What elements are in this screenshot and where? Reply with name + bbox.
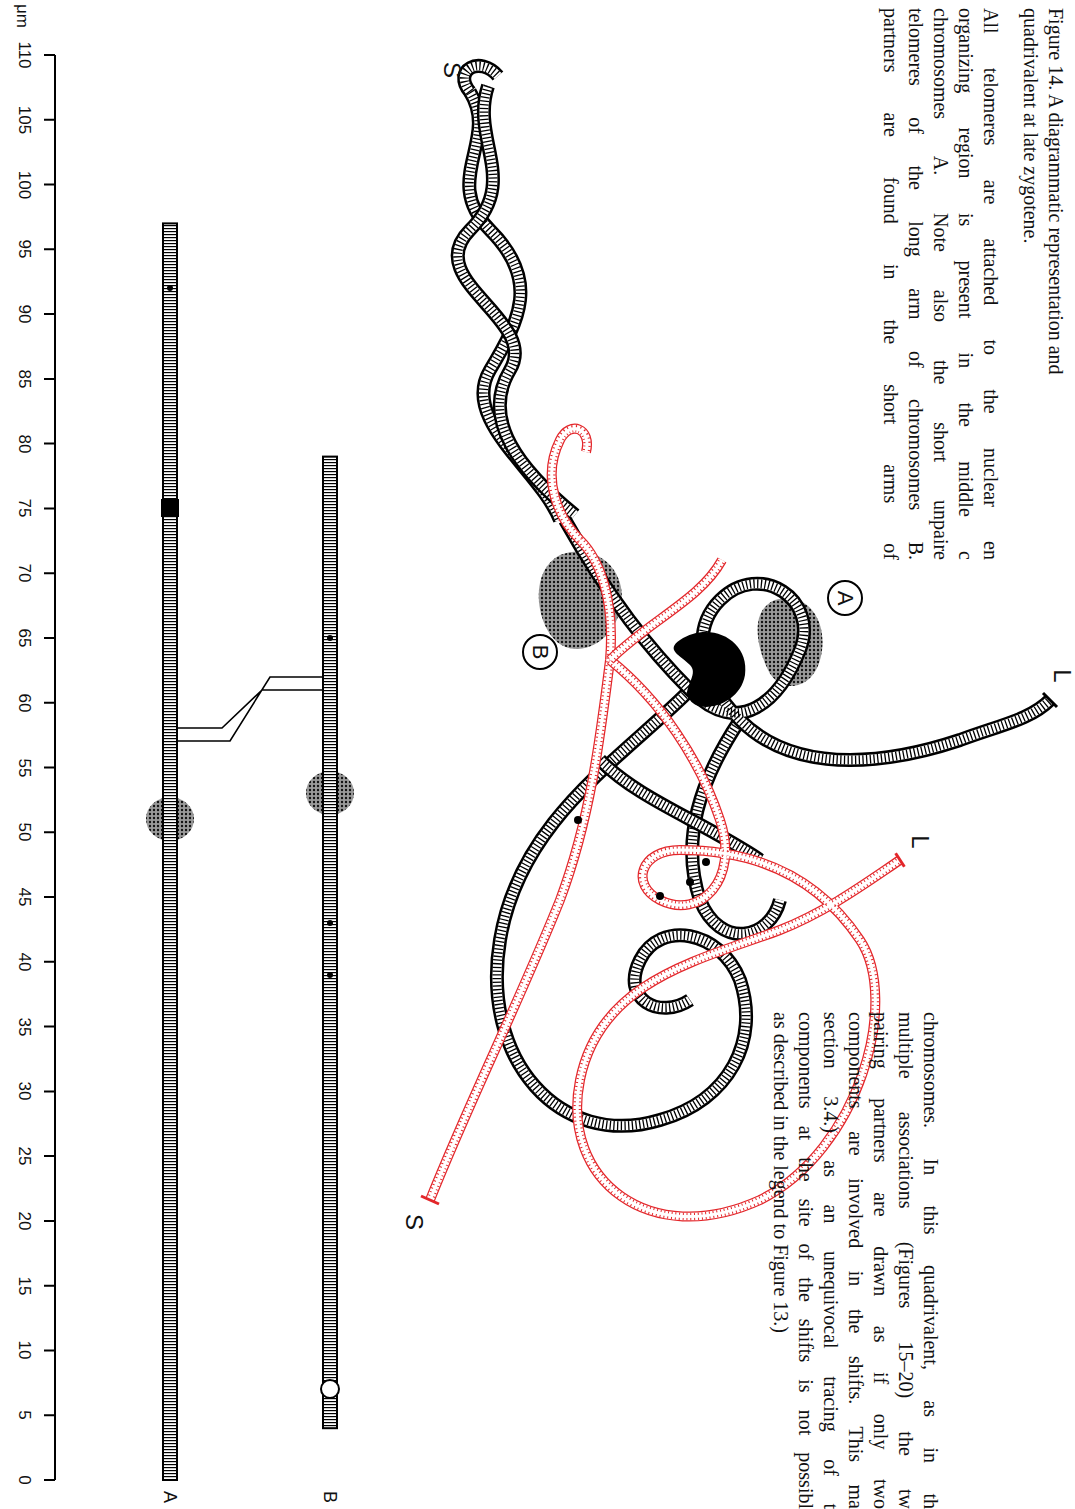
circled-label: B xyxy=(521,633,559,671)
chromosome-ribbon xyxy=(552,429,587,540)
scale-number: 55 xyxy=(16,758,33,777)
marker-dot xyxy=(327,635,333,641)
caption-text-line: as described in the legend to Figure 13.… xyxy=(768,1012,793,1509)
chromosome-ribbon xyxy=(552,429,587,540)
chromosome-ribbon xyxy=(610,560,722,660)
scale-number: 100 xyxy=(16,170,33,198)
chromosome-ribbon xyxy=(464,66,498,92)
chromosome-ribbon xyxy=(430,540,611,1200)
scale-number: 10 xyxy=(16,1341,33,1360)
scale-number: 20 xyxy=(16,1211,33,1230)
arm-label: L xyxy=(908,835,932,848)
scale-number: 25 xyxy=(16,1147,33,1166)
arm-label: S xyxy=(440,62,464,78)
caption-text-line: pairing partners are drawn as if only tw… xyxy=(868,1012,893,1509)
chromosome-ribbon xyxy=(430,540,611,1200)
circle-outline xyxy=(828,581,862,615)
chromosome-ribbon xyxy=(430,540,611,1200)
scale-number: 70 xyxy=(16,564,33,583)
scale-number: 35 xyxy=(16,1017,33,1036)
open-circle xyxy=(321,1380,339,1398)
marker-dot xyxy=(327,920,333,926)
scale-unit: μm xyxy=(14,4,31,28)
marker-dot xyxy=(574,816,582,824)
chromosome-ribbon xyxy=(552,429,587,540)
scale-number: 15 xyxy=(16,1276,33,1295)
scale-ticks xyxy=(44,55,55,1480)
marker-dot xyxy=(656,892,664,900)
scale-number: 80 xyxy=(16,434,33,453)
marker-dot xyxy=(167,285,173,291)
circle-letter: A xyxy=(834,591,856,606)
scale-number: 50 xyxy=(16,823,33,842)
centromere-square xyxy=(161,499,179,517)
scale-number: 105 xyxy=(16,106,33,134)
caption-text-line: organizing region is present in the midd… xyxy=(953,8,978,560)
marker-dot xyxy=(327,972,333,978)
chromosome-label: B xyxy=(321,1491,339,1503)
chromosome-ribbon xyxy=(565,520,1050,760)
caption-text-line: components at the site of the shifts is … xyxy=(793,1012,818,1509)
caption-text-line: partners are found in the short arms of xyxy=(878,8,903,560)
chromosome-ribbon xyxy=(464,66,498,92)
scale-number: 110 xyxy=(16,41,33,68)
marker-dot xyxy=(686,878,694,886)
scale-number: 85 xyxy=(16,369,33,388)
scale-number: 40 xyxy=(16,952,33,971)
caption-text-line: chromosomes A. Note also the short unpai… xyxy=(928,8,953,560)
scale-number: 65 xyxy=(16,628,33,647)
scale-number: 5 xyxy=(16,1410,33,1419)
chromosome-ribbon xyxy=(430,540,611,1200)
caption-text-line: section 3.4.) as an unequivocal tracing … xyxy=(818,1012,843,1509)
chromosome-bar xyxy=(323,457,337,1429)
chromosome-ribbon xyxy=(464,66,498,92)
caption-text-line: telomeres of the long arm of chromosomes… xyxy=(903,8,928,560)
chromosome-ribbon xyxy=(565,520,1050,760)
figure-caption: Figure 14. A diagrammatic representation… xyxy=(1018,8,1068,478)
scale-number: 95 xyxy=(16,240,33,259)
chromosome-ribbon xyxy=(610,560,722,660)
scale-number: 30 xyxy=(16,1082,33,1101)
chromosome-ribbon xyxy=(552,429,587,540)
telomere-cap xyxy=(896,853,905,866)
scale-number: 60 xyxy=(16,693,33,712)
caption-text-line: All telomeres are attached to the nuclea… xyxy=(978,8,1003,560)
chromosome-bar xyxy=(163,223,177,1480)
telomere-cap xyxy=(421,1196,439,1204)
caption-text-line: multiple associations (Figures 15–20) th… xyxy=(893,1012,918,1509)
chromosome-ribbon xyxy=(610,560,722,660)
scale-number: 75 xyxy=(16,499,33,518)
circle-letter: B xyxy=(529,645,551,660)
caption-text-line: components are involved in the shifts. T… xyxy=(843,1012,868,1509)
scale-number: 45 xyxy=(16,888,33,907)
chromosome-ribbon xyxy=(565,520,1050,760)
telomere-cap xyxy=(1043,693,1057,707)
caption-text-line: chromosomes. In this quadrivalent, as in… xyxy=(918,1012,943,1509)
chromosome-ribbon xyxy=(610,560,722,660)
marker-dot xyxy=(702,858,710,866)
shift-lines xyxy=(177,677,323,741)
circled-label: A xyxy=(826,579,864,617)
nucleolus xyxy=(674,632,746,707)
arm-label: S xyxy=(402,1214,426,1230)
arm-label: L xyxy=(1050,669,1074,682)
scale-number: 0 xyxy=(16,1475,33,1484)
scale-number: 90 xyxy=(16,305,33,324)
circle-outline xyxy=(523,635,557,669)
chromosome-label: A xyxy=(161,1491,179,1503)
